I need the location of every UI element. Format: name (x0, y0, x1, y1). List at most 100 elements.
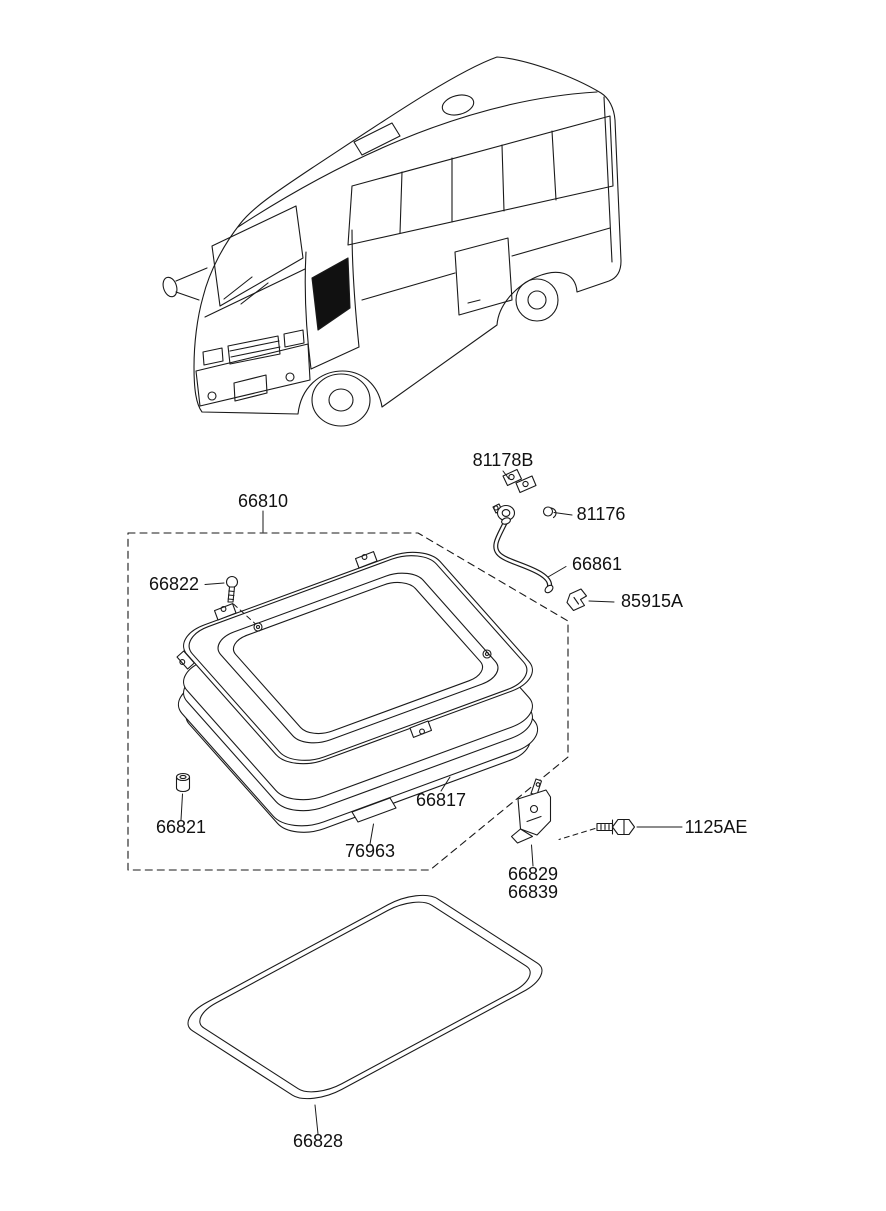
screw-hole (484, 651, 490, 657)
screw-66822 (225, 575, 239, 603)
glass-outer-edge (209, 567, 507, 749)
leader-81176 (553, 512, 573, 516)
bus-window-pillar (501, 144, 505, 212)
bus-illustration (162, 56, 622, 427)
lid-rim (178, 548, 538, 768)
leader-66829 (531, 844, 534, 867)
rod-66861 (493, 517, 554, 594)
bolt-1125AE (596, 818, 636, 836)
part-label-66861: 66861 (572, 554, 622, 574)
bracket-hole (529, 804, 539, 814)
bus-door-bottom (310, 346, 360, 370)
rod-end (544, 584, 554, 594)
part-label-81176: 81176 (577, 504, 626, 524)
leader-dashed-1125AE (558, 828, 596, 840)
clip-ring (542, 506, 554, 517)
bus-luggage-handle (467, 299, 481, 304)
leader-66817 (440, 776, 451, 792)
bracket-hole (508, 473, 515, 481)
bus-luggage-door (454, 237, 513, 316)
latch-tab-hole (419, 728, 425, 735)
leader-lines (180, 470, 683, 1135)
pad-76963 (351, 797, 397, 823)
bus-window-band (347, 115, 614, 246)
part-label-66829: 66829 (508, 864, 558, 884)
rod-end (501, 517, 511, 525)
bus-door-seam (351, 229, 360, 348)
part-label-66839: 66839 (508, 882, 558, 902)
bus-grille-bars (229, 340, 281, 358)
bus-fog-light (207, 391, 217, 401)
corner-tab (176, 650, 195, 670)
bus-mirror-arm (175, 267, 208, 301)
part-label-66828: 66828 (293, 1131, 343, 1151)
bus-headlight (202, 347, 224, 366)
bus-window-pillar (399, 171, 403, 234)
hinge-tab-hole (220, 606, 227, 612)
leader-85915A (588, 600, 615, 603)
bus-door-window (311, 257, 351, 331)
bus-windshield (211, 205, 304, 307)
bus-side-mirror (162, 276, 178, 298)
leader-dashed-66822 (233, 603, 256, 624)
bus-headlight (283, 329, 305, 348)
bracket-hole (522, 480, 529, 488)
part-labels: 66810 81178B 81176 66861 85915A 66822 66… (149, 450, 747, 1151)
part-label-66810: 66810 (238, 491, 288, 511)
bus-door-seam (304, 251, 312, 370)
bus-grille (227, 335, 281, 365)
screw-threads (227, 590, 235, 601)
bolt-threads (600, 823, 610, 831)
assembly-boundary-box (127, 532, 569, 871)
bracket-slot (526, 815, 542, 823)
part-label-66822: 66822 (149, 574, 199, 594)
leader-66861 (547, 566, 567, 578)
part-label-1125AE: 1125AE (685, 817, 748, 837)
bus-side-crease (361, 227, 611, 301)
part-label-81178B: 81178B (473, 450, 534, 470)
clamp-bore (501, 509, 511, 517)
clip-81176 (542, 506, 557, 519)
leader-66828 (314, 1104, 319, 1135)
bracket-foot (510, 828, 534, 844)
part-label-66817: 66817 (416, 790, 466, 810)
leader-66821 (180, 793, 183, 821)
bus-fog-light (285, 372, 295, 382)
screw-hole (255, 624, 261, 630)
leader-66822 (204, 582, 225, 585)
bracket-pin-hole (535, 782, 541, 787)
part-label-66821: 66821 (156, 817, 206, 837)
bus-front-hub (328, 388, 354, 412)
hinge-tab (354, 551, 378, 569)
bus-body-outline (193, 56, 622, 415)
rod-outline (493, 518, 553, 591)
rod-clamp (492, 503, 516, 522)
rod-core (494, 519, 551, 590)
part-label-85915A: 85915A (621, 591, 683, 611)
screw-head (225, 575, 239, 589)
seal-66828 (175, 888, 555, 1107)
seal-outer-edge (175, 888, 555, 1107)
bus-window-pillar (551, 130, 557, 201)
bus-bumper (195, 343, 311, 407)
hinge-tab-hole (361, 554, 368, 560)
grommet-top (175, 772, 191, 782)
clip-tail (550, 507, 557, 519)
leader-81178B (502, 470, 510, 480)
clip-body (566, 588, 588, 612)
screw-hole (253, 622, 263, 632)
bus-rear-hub (527, 290, 547, 310)
bus-rear-wheel (515, 278, 559, 322)
hinge-tab (213, 603, 237, 621)
leader-76963 (369, 823, 374, 845)
grommet-66821 (175, 772, 191, 793)
bus-cowl-line (204, 268, 306, 318)
bus-roofline (237, 91, 598, 228)
screw-hole (482, 649, 492, 659)
bus-roof-hatch (353, 122, 401, 156)
grommet-body (175, 776, 191, 793)
grommet-hole (179, 774, 187, 780)
bracket-81178B (502, 468, 537, 494)
